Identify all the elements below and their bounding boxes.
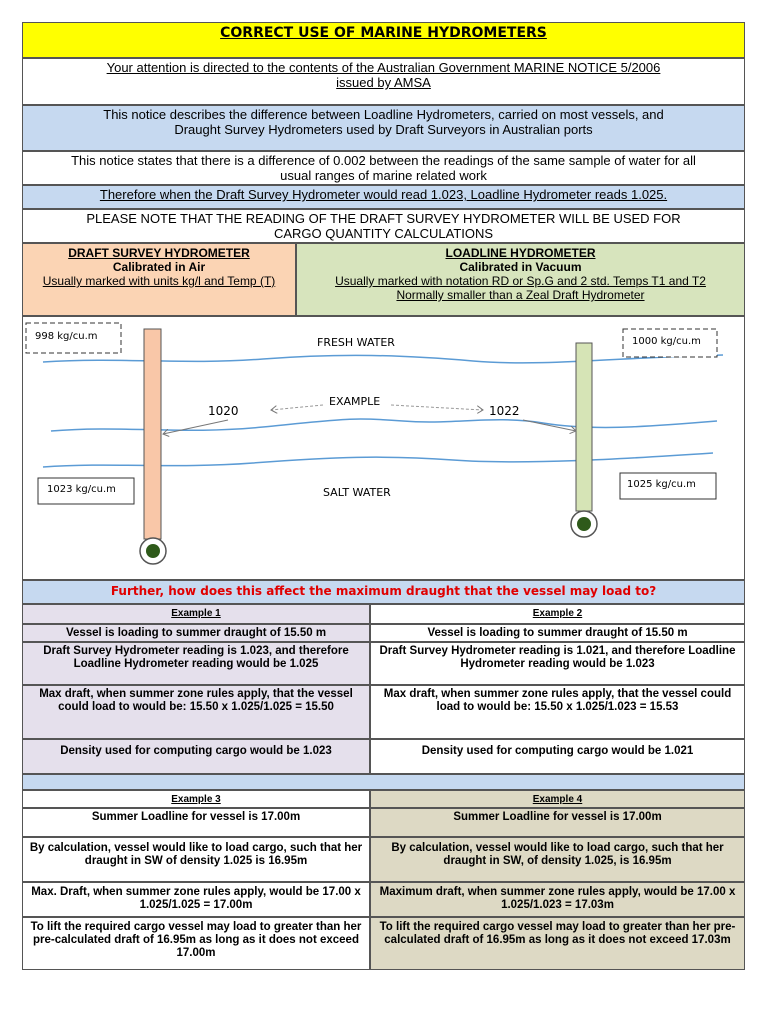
loadline-hydrometer-bulb — [577, 517, 591, 531]
notice-describes: This notice describes the difference bet… — [22, 105, 745, 151]
example-3-max-draft: Max. Draft, when summer zone rules apply… — [22, 882, 370, 917]
loadline-subtitle: Calibrated in Vacuum — [459, 260, 582, 274]
fresh-water-label: FRESH WATER — [317, 336, 395, 349]
right-reading-arrow — [522, 419, 576, 431]
example-3-header: Example 3 — [22, 790, 370, 808]
example-2-reading: Draft Survey Hydrometer reading is 1.021… — [370, 642, 745, 685]
example-4-loadline: Summer Loadline for vessel is 17.00m — [370, 808, 745, 837]
reading-1025: 1025 kg/cu.m — [627, 479, 696, 490]
notice-line-1: Your attention is directed to the conten… — [106, 60, 661, 75]
right-reading-label: 1022 — [489, 404, 520, 418]
left-reading-arrow — [163, 419, 229, 434]
example-3-loadline: Summer Loadline for vessel is 17.00m — [22, 808, 370, 837]
draft-survey-header: DRAFT SURVEY HYDROMETER Calibrated in Ai… — [22, 243, 296, 316]
example-arrow-right — [390, 404, 483, 410]
loadline-size-note: Normally smaller than a Zeal Draft Hydro… — [396, 288, 645, 302]
example-1-title: Example 1 — [171, 608, 221, 619]
please-note-line-2: CARGO QUANTITY CALCULATIONS — [273, 226, 494, 241]
salt-water-label: SALT WATER — [323, 486, 391, 499]
box-1023-frame — [37, 477, 135, 505]
loadline-header: LOADLINE HYDROMETER Calibrated in Vacuum… — [296, 243, 745, 316]
example-1-header: Example 1 — [22, 604, 370, 624]
notice-states: This notice states that there is a diffe… — [22, 151, 745, 185]
reading-998: 998 kg/cu.m — [35, 331, 98, 342]
example-1-max-draft: Max draft, when summer zone rules apply,… — [22, 685, 370, 739]
example-2-draught: Vessel is loading to summer draught of 1… — [370, 624, 745, 642]
example-2-header: Example 2 — [370, 604, 745, 624]
describes-line-1: This notice describes the difference bet… — [103, 107, 664, 122]
example-1-draught: Vessel is loading to summer draught of 1… — [22, 624, 370, 642]
states-line-1: This notice states that there is a diffe… — [71, 153, 696, 168]
reading-1023: 1023 kg/cu.m — [47, 484, 116, 495]
box-1000-frame — [622, 328, 718, 358]
example-label: EXAMPLE — [329, 395, 381, 408]
hydrometer-illustration — [25, 322, 724, 565]
middle-water-line — [50, 418, 718, 432]
example-3-title: Example 3 — [171, 794, 221, 805]
example-4-title: Example 4 — [532, 794, 583, 805]
example-1-reading: Draft Survey Hydrometer reading is 1.023… — [22, 642, 370, 685]
box-1025-frame — [619, 472, 717, 500]
example-4-lift-note: To lift the required cargo vessel may lo… — [370, 917, 745, 970]
draught-question: Further, how does this affect the maximu… — [22, 580, 745, 604]
example-4-calculation: By calculation, vessel would like to loa… — [370, 837, 745, 882]
example-1-density: Density used for computing cargo would b… — [22, 739, 370, 774]
notice-reference: Your attention is directed to the conten… — [22, 58, 745, 105]
loadline-marking: Usually marked with notation RD or Sp.G … — [335, 274, 706, 288]
states-line-2: usual ranges of marine related work — [280, 168, 487, 183]
draft-survey-marking: Usually marked with units kg/l and Temp … — [42, 274, 276, 288]
reading-1000: 1000 kg/cu.m — [632, 336, 701, 347]
therefore-note: Therefore when the Draft Survey Hydromet… — [22, 185, 745, 209]
example-3-lift-note: To lift the required cargo vessel may lo… — [22, 917, 370, 970]
example-2-max-draft: Max draft, when summer zone rules apply,… — [370, 685, 745, 739]
draft-survey-hydrometer-stem — [143, 328, 162, 540]
draft-survey-title: DRAFT SURVEY HYDROMETER — [68, 246, 250, 260]
please-note: PLEASE NOTE THAT THE READING OF THE DRAF… — [22, 209, 745, 243]
draft-survey-subtitle: Calibrated in Air — [112, 260, 206, 274]
example-arrow-left — [271, 404, 324, 410]
describes-line-2: Draught Survey Hydrometers used by Draft… — [174, 122, 593, 137]
please-note-line-1: PLEASE NOTE THAT THE READING OF THE DRAF… — [86, 211, 681, 226]
example-2-title: Example 2 — [532, 608, 583, 619]
loadline-hydrometer-stem — [575, 342, 593, 512]
loadline-title: LOADLINE HYDROMETER — [445, 246, 596, 260]
left-reading-label: 1020 — [208, 404, 239, 418]
notice-line-2: issued by AMSA — [336, 75, 431, 90]
draft-survey-hydrometer-bulb — [146, 544, 160, 558]
example-4-header: Example 4 — [370, 790, 745, 808]
example-2-density: Density used for computing cargo would b… — [370, 739, 745, 774]
example-3-calculation: By calculation, vessel would like to loa… — [22, 837, 370, 882]
example-4-max-draft: Maximum draft, when summer zone rules ap… — [370, 882, 745, 917]
page-title: CORRECT USE OF MARINE HYDROMETERS — [22, 22, 745, 58]
example-separator — [22, 774, 745, 790]
box-998-frame — [25, 322, 122, 354]
hydrometer-diagram: 998 kg/cu.m 1000 kg/cu.m 1023 kg/cu.m 10… — [22, 316, 745, 580]
